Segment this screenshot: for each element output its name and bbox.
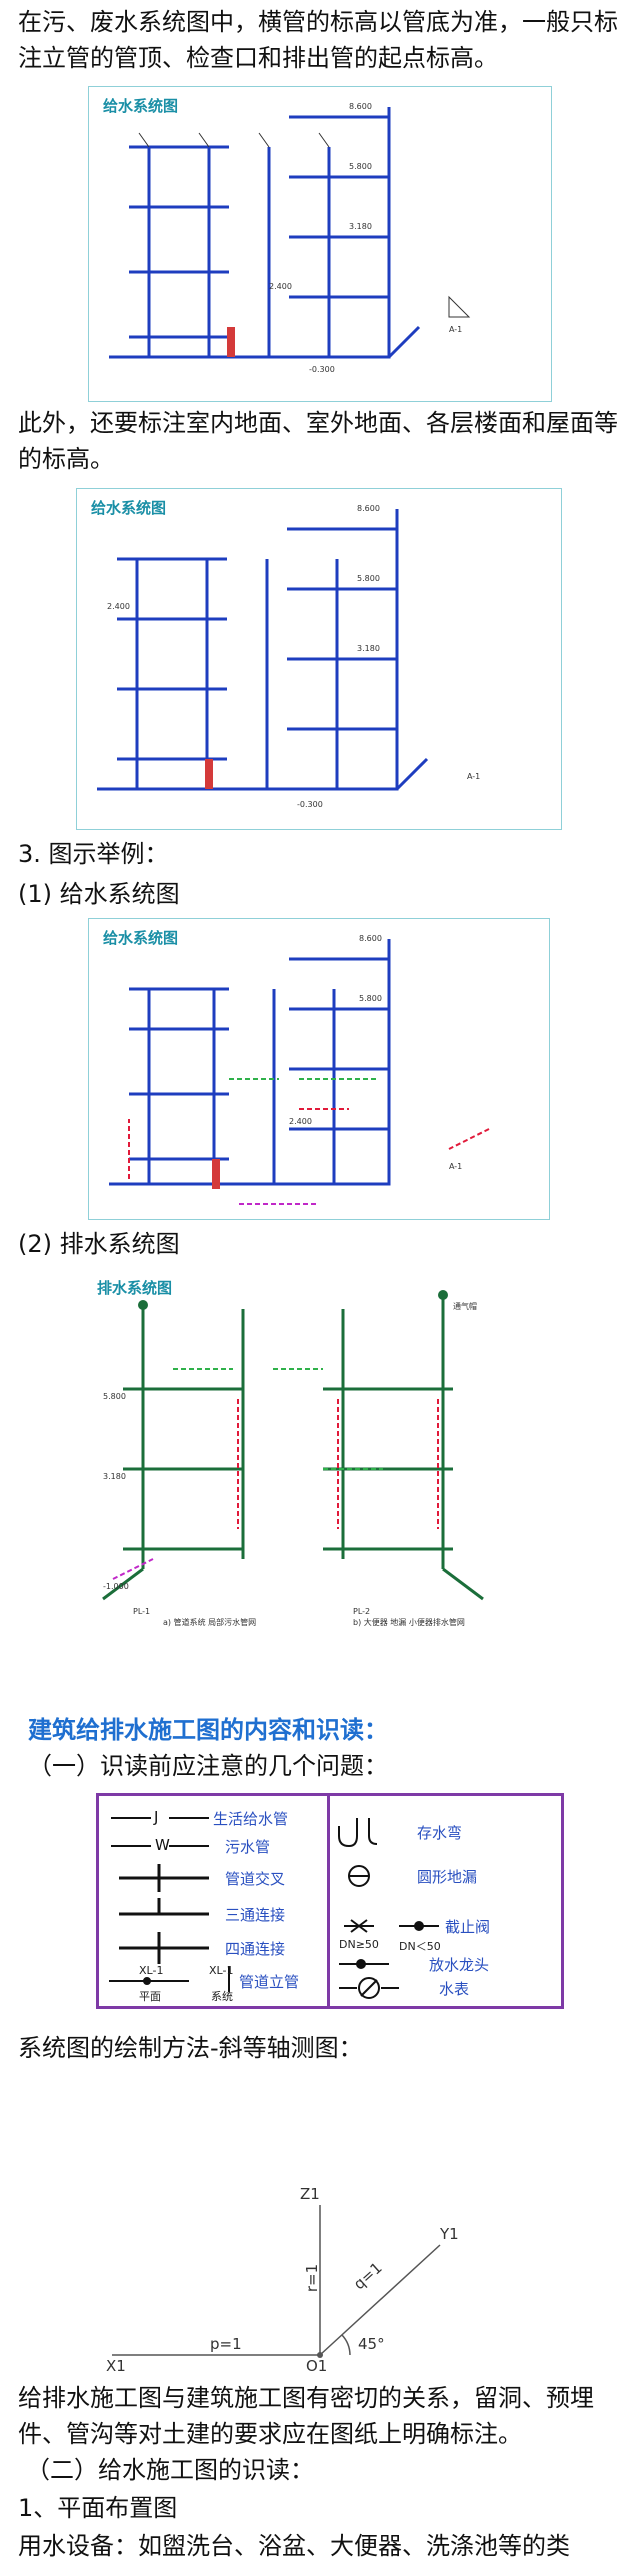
drainage-drawing: 通气帽 5.800 3.180 -1.000 PL-1 PL-2 a) 管道系统…: [102, 1290, 484, 1627]
axis-y-label: Y1: [440, 2225, 459, 2243]
svg-text:8.600: 8.600: [357, 504, 380, 513]
svg-text:5.800: 5.800: [357, 574, 380, 583]
axis-x-label: X1: [106, 2357, 126, 2375]
svg-text:-1.000: -1.000: [103, 1582, 129, 1591]
svg-text:2.400: 2.400: [107, 602, 130, 611]
diagram-title: 给水系统图: [103, 97, 179, 115]
section-example-heading: 3. 图示举例：: [18, 840, 169, 868]
svg-text:3.180: 3.180: [103, 1472, 126, 1481]
svg-text:3.180: 3.180: [349, 222, 372, 231]
pipe-system-drawing: 8.600 5.800 3.180 2.400 -0.300 A-1: [109, 102, 471, 374]
svg-text:A-1: A-1: [449, 325, 462, 334]
legend-dn-lt: DN＜50: [399, 1940, 441, 1953]
subsection-water-supply-reading: （二）给水施工图的识读：: [26, 2456, 314, 2484]
axis-r-label: r=1: [303, 2263, 322, 2293]
water-supply-diagram-2: 给水系统图 8.600 5.800 3.180 2.400 -0.300 A-1: [76, 488, 562, 830]
legend-tee: 三通连接: [225, 1906, 286, 1924]
legend-stop-valve: 截止阀: [445, 1918, 491, 1936]
section-water-supply-heading: (1) 给水系统图: [18, 880, 180, 908]
pipe-system-drawing: 8.600 5.800 3.180 2.400 -0.300 A-1: [97, 504, 480, 809]
legend-w-label: W: [155, 1836, 170, 1854]
section-main-heading: 建筑给排水施工图的内容和识读：: [28, 1716, 388, 1744]
svg-text:PL-1: PL-1: [133, 1607, 150, 1616]
svg-text:3.180: 3.180: [357, 644, 380, 653]
legend-xl-plan: XL-1: [139, 1964, 164, 1977]
diagram-title: 给水系统图: [91, 499, 167, 517]
svg-text:2.400: 2.400: [269, 282, 292, 291]
axis-z-label: Z1: [300, 2185, 320, 2203]
paragraph-construction-relation: 给排水施工图与建筑施工图有密切的关系，留洞、预埋件、管沟等对土建的要求应在图纸上…: [18, 2384, 594, 2448]
legend-riser: 管道立管: [239, 1973, 300, 1991]
axis-p-label: p=1: [210, 2335, 242, 2353]
svg-text:A-1: A-1: [467, 772, 480, 781]
paragraph-elevation-note: 此外，还要标注室内地面、室外地面、各层楼面和屋面等的标高。: [18, 409, 618, 473]
legend-sewage: 污水管: [225, 1838, 271, 1856]
axonometric-axes-diagram: Z1 Y1 X1 O1 p=1 q=1 r=1 45°: [100, 2185, 530, 2375]
diagram-title: 给水系统图: [103, 929, 179, 947]
svg-text:A-1: A-1: [449, 1162, 462, 1171]
legend-j-label: J: [154, 1808, 159, 1826]
drainage-diagram: 排水系统图 通气帽 5.800 3.180 -1.000 PL-1 PL-2 a…: [82, 1268, 558, 1630]
origin-label: O1: [306, 2357, 328, 2375]
legend-faucet: 放水龙头: [429, 1956, 490, 1974]
elev-label: 8.600: [349, 102, 372, 111]
svg-text:PL-2: PL-2: [353, 1607, 370, 1616]
svg-text:5.800: 5.800: [103, 1392, 126, 1401]
legend-trap: 存水弯: [417, 1824, 463, 1842]
diagram-title: 排水系统图: [97, 1279, 173, 1297]
svg-text:-0.300: -0.300: [309, 365, 335, 374]
legend-xl-system: XL-1: [209, 1964, 234, 1977]
subsection-plan-layout: 1、平面布置图: [18, 2494, 178, 2522]
svg-text:-0.300: -0.300: [297, 800, 323, 809]
axonometric-axes-drawing: [112, 2205, 441, 2358]
angle-label: 45°: [358, 2335, 385, 2353]
legend-symbols: [109, 1817, 439, 1999]
svg-text:通气帽: 通气帽: [453, 1301, 477, 1311]
svg-text:2.400: 2.400: [289, 1117, 312, 1126]
legend-dn-ge: DN≥50: [339, 1938, 379, 1951]
paragraph-axonometric-method: 系统图的绘制方法-斜等轴测图：: [18, 2034, 363, 2062]
legend-water-supply: 生活给水管: [213, 1810, 289, 1828]
svg-text:b) 大便器 地漏 小便器排水管网: b) 大便器 地漏 小便器排水管网: [353, 1617, 465, 1627]
water-supply-diagram-1: 给水系统图 8.600 5.800 3.180 2.400 -0.300 A-1: [88, 86, 552, 402]
legend-floor-drain: 圆形地漏: [417, 1868, 478, 1886]
pipe-system-drawing: 8.600 5.800 2.400 A-1: [109, 934, 490, 1205]
svg-text:5.800: 5.800: [349, 162, 372, 171]
svg-text:5.800: 5.800: [359, 994, 382, 1003]
water-supply-diagram-3: 给水系统图 8.600 5.800 2.400 A-1: [88, 918, 550, 1220]
pipe-symbol-legend: J 生活给水管 W 污水管 管道交叉 三通连接 四通连接 管道立管 XL-1 X…: [96, 1793, 564, 2009]
svg-text:a) 管道系统 局部污水管网: a) 管道系统 局部污水管网: [163, 1617, 256, 1627]
legend-crossing: 管道交叉: [225, 1870, 286, 1888]
legend-plan: 平面: [139, 1990, 161, 2003]
legend-system: 系统: [211, 1990, 233, 2003]
subsection-notes-heading: （一）识读前应注意的几个问题：: [28, 1752, 388, 1780]
paragraph-drainage-elevation: 在污、废水系统图中，横管的标高以管底为准，一般只标注立管的管顶、检查口和排出管的…: [18, 8, 618, 72]
svg-text:8.600: 8.600: [359, 934, 382, 943]
legend-divider: [327, 1796, 330, 2006]
paragraph-water-equipment: 用水设备：如盥洗台、浴盆、大便器、洗涤池等的类: [18, 2532, 570, 2560]
legend-meter: 水表: [439, 1980, 470, 1998]
legend-cross: 四通连接: [225, 1940, 286, 1958]
section-drainage-heading: (2) 排水系统图: [18, 1230, 180, 1258]
